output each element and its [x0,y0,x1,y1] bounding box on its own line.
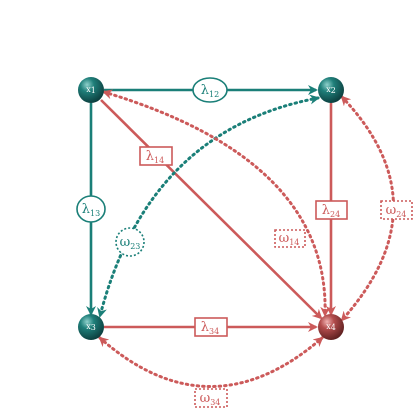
label-sub: 24 [396,210,406,219]
node-sub: 3 [91,323,96,332]
label-sub: 34 [209,327,219,336]
label-base: λ [322,203,330,218]
svg-text:ω34: ω34 [200,391,221,407]
label-base: λ [146,149,154,164]
node-x4: x4 [318,314,344,340]
label-sub: 34 [210,398,220,407]
node-sub: 4 [331,323,336,332]
svg-text:x1: x1 [86,85,96,95]
bidirected-x3-x4 [98,336,324,388]
label-base: ω [120,235,131,250]
node-sub: 2 [331,86,336,95]
svg-text:λ13: λ13 [82,202,100,218]
label-lambda-13: λ13 [76,195,106,223]
svg-text:ω23: ω23 [120,235,141,251]
label-omega-24: ω24 [380,200,413,220]
label-sub: 14 [154,156,164,165]
label-omega-34: ω34 [194,388,228,408]
svg-text:x4: x4 [326,322,336,332]
label-omega-14: ω14 [274,229,306,248]
svg-text:λ12: λ12 [201,83,219,99]
node-sub: 1 [91,86,96,95]
svg-text:λ14: λ14 [146,149,164,165]
label-lambda-12: λ12 [192,77,228,103]
label-base: ω [386,203,397,218]
label-lambda-24: λ24 [315,200,348,220]
svg-text:λ24: λ24 [322,203,340,219]
svg-text:λ34: λ34 [201,320,219,336]
label-sub: 23 [130,242,140,251]
label-omega-23: ω23 [115,227,145,257]
label-base: λ [201,320,209,335]
label-sub: 24 [330,210,340,219]
label-base: ω [200,391,211,406]
svg-text:ω24: ω24 [386,203,407,219]
node-base: x [86,322,91,331]
svg-text:ω14: ω14 [279,231,300,247]
label-base: ω [279,231,290,246]
edge-x1-x4 [100,99,323,320]
node-x1: x1 [78,77,104,103]
svg-text:x3: x3 [86,322,96,332]
label-lambda-14: λ14 [139,146,173,166]
node-base: x [86,85,91,94]
node-x2: x2 [318,77,344,103]
svg-text:x2: x2 [326,85,336,95]
bidirected-x2-x4 [340,95,395,322]
node-x3: x3 [78,314,104,340]
bidirected-x1-x4 [102,89,331,317]
node-base: x [326,85,331,94]
label-base: λ [82,202,90,217]
label-lambda-34: λ34 [194,317,228,337]
label-base: λ [201,83,209,98]
label-sub: 14 [289,238,299,247]
label-sub: 13 [90,209,100,218]
node-base: x [326,322,331,331]
label-sub: 12 [209,90,219,99]
